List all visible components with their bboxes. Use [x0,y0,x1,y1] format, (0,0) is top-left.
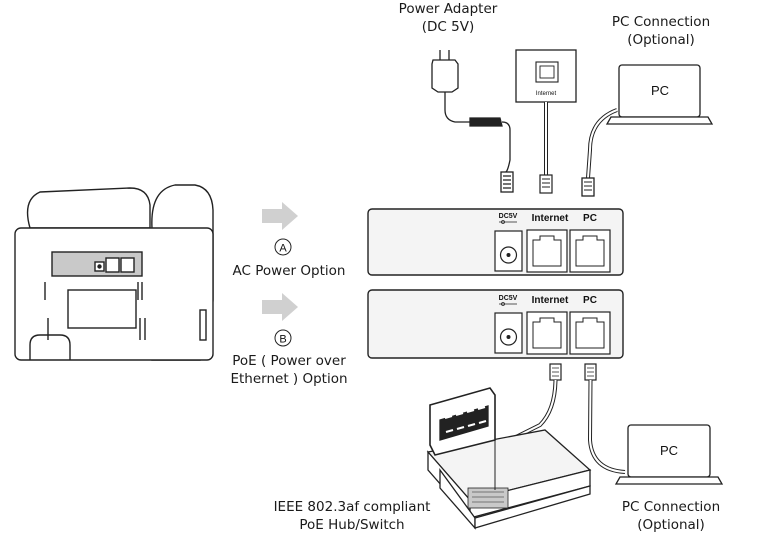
option-a-port-panel: DC5V Internet PC [367,208,624,276]
pc-connection-top-line1: PC Connection [611,14,711,30]
pc-connection-bottom-line1: PC Connection [621,499,721,515]
arrow-option-b [262,293,298,321]
option-b-port-panel: DC5V Internet PC [367,289,624,359]
pc-connection-bottom-line2: (Optional) [637,517,705,533]
pc-connection-top-label: PC Connection (Optional) [602,13,720,49]
power-adapter-label: Power Adapter (DC 5V) [393,0,503,36]
option-a-dc-label: DC5V [499,213,518,220]
option-b-line2: Ethernet ) Option [230,371,348,387]
wall-internet-jack: Internet [515,49,577,194]
option-a-label: AC Power Option [232,263,346,279]
option-b-line1: PoE ( Power over [232,353,346,369]
option-a-marker: A [274,238,292,256]
switch-label-line1: IEEE 802.3af compliant [273,499,431,515]
switch-label-line2: PoE Hub/Switch [299,517,405,533]
option-b-internet-label: Internet [532,295,569,306]
option-a-letter: A [279,243,287,255]
phone-back-illustration [14,184,214,361]
pc-connection-top-line2: (Optional) [627,32,695,48]
wall-jack-label: Internet [536,91,557,97]
poe-switch-illustration [426,387,592,530]
option-b-dc-label: DC5V [499,295,518,302]
power-adapter-line2: (DC 5V) [421,19,475,35]
option-a-pc-label: PC [583,213,597,224]
pc-bottom-screen-label: PC [660,443,678,458]
option-b-label: PoE ( Power over Ethernet ) Option [225,352,353,388]
option-b-cable-plugs [499,363,626,474]
option-b-pc-label: PC [583,295,597,306]
switch-label: IEEE 802.3af compliant PoE Hub/Switch [262,498,442,534]
option-b-marker: B [274,329,292,347]
pc-connection-bottom-label: PC Connection (Optional) [612,498,730,534]
option-b-letter: B [279,334,286,346]
option-a-internet-label: Internet [532,213,569,224]
power-adapter-line1: Power Adapter [398,1,498,17]
power-adapter-illustration [431,50,514,193]
pc-top-screen-label: PC [651,83,669,98]
pc-laptop-top: PC [581,64,714,197]
pc-laptop-bottom: PC [614,424,724,485]
arrow-option-a [262,202,298,230]
